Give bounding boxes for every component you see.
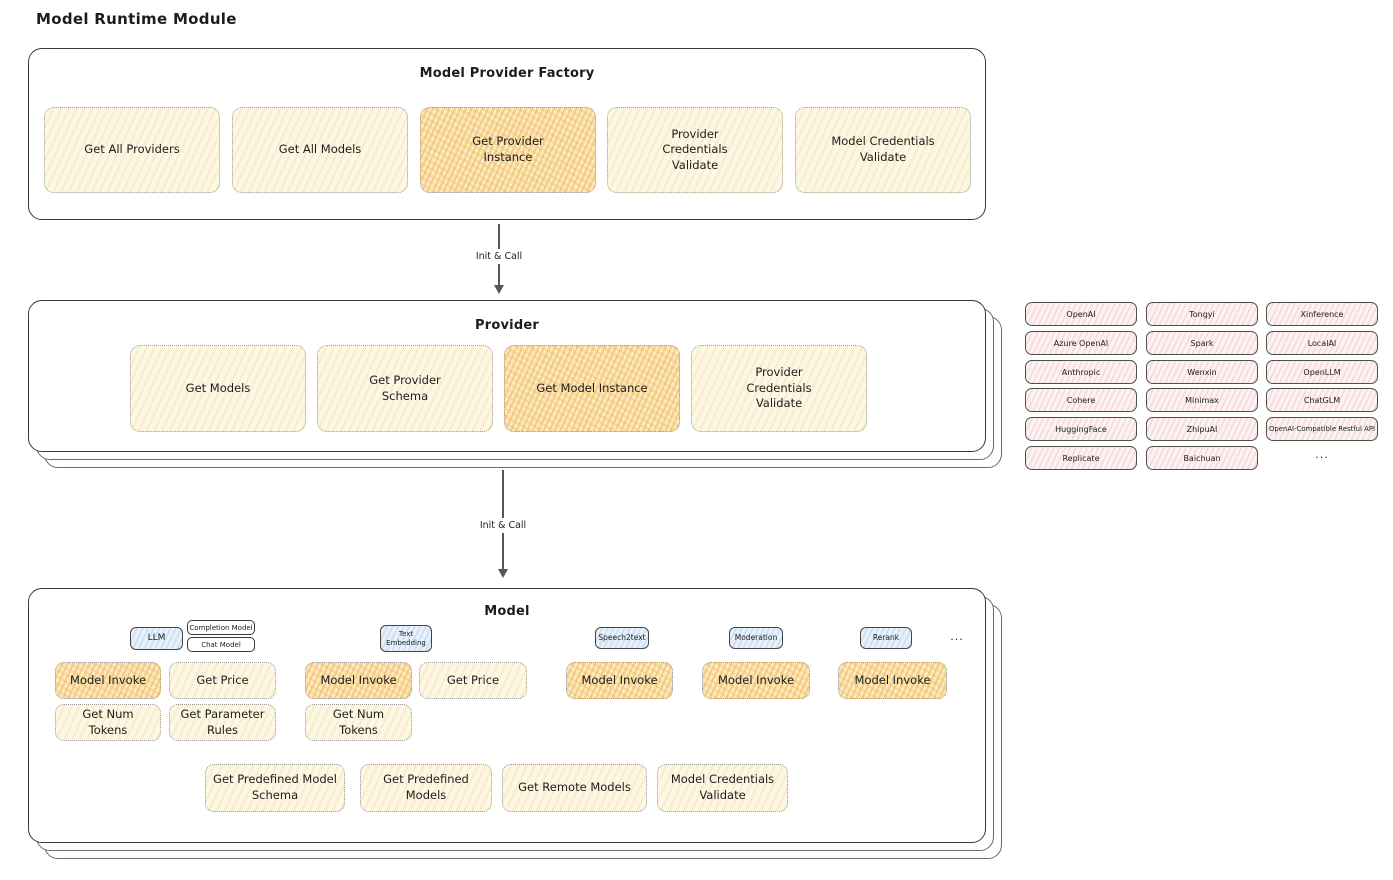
node-get-model-instance: Get Model Instance bbox=[504, 345, 680, 432]
tab-llm: LLM bbox=[130, 627, 183, 650]
tab-completion-model: Completion Model bbox=[187, 620, 255, 635]
node-provider-credentials-validate-provider: Provider Credentials Validate bbox=[691, 345, 867, 432]
provider-cell-replicate: Replicate bbox=[1025, 446, 1137, 470]
arrow-factory-to-provider: Init & Call bbox=[439, 224, 559, 294]
node-get-all-models: Get All Models bbox=[232, 107, 408, 193]
arrow-head-icon bbox=[498, 569, 508, 578]
arrow-line bbox=[502, 533, 504, 569]
node-te-model-invoke: Model Invoke bbox=[305, 662, 412, 699]
provider-grid-ellipsis: ... bbox=[1315, 448, 1329, 461]
node-s2t-model-invoke: Model Invoke bbox=[566, 662, 673, 699]
tab-speech2text: Speech2text bbox=[595, 627, 649, 649]
node-model-credentials-validate-model: Model Credentials Validate bbox=[657, 764, 788, 812]
tab-rerank: Rerank bbox=[860, 627, 912, 649]
node-get-provider-instance: Get Provider Instance bbox=[420, 107, 596, 193]
provider-cell-cohere: Cohere bbox=[1025, 388, 1137, 412]
provider-cell-xinference: Xinference bbox=[1266, 302, 1378, 326]
provider-cell-anthropic: Anthropic bbox=[1025, 360, 1137, 384]
provider-cell-zhipuai: ZhipuAI bbox=[1146, 417, 1258, 441]
factory-title: Model Provider Factory bbox=[419, 66, 595, 81]
node-get-all-providers: Get All Providers bbox=[44, 107, 220, 193]
arrow-line bbox=[498, 224, 500, 249]
node-moderation-model-invoke: Model Invoke bbox=[702, 662, 810, 699]
provider-cell-spark: Spark bbox=[1146, 331, 1258, 355]
tab-text-embedding: Text Embedding bbox=[380, 625, 432, 652]
node-te-get-num-tokens: Get Num Tokens bbox=[305, 704, 412, 741]
node-get-predefined-model-schema: Get Predefined Model Schema bbox=[205, 764, 345, 812]
page-title: Model Runtime Module bbox=[36, 10, 237, 28]
node-get-predefined-models: Get Predefined Models bbox=[360, 764, 492, 812]
node-get-models: Get Models bbox=[130, 345, 306, 432]
provider-cell-openllm: OpenLLM bbox=[1266, 360, 1378, 384]
tab-chat-model: Chat Model bbox=[187, 637, 255, 652]
node-provider-credentials-validate-factory: Provider Credentials Validate bbox=[607, 107, 783, 193]
provider-cell-openai: OpenAI bbox=[1025, 302, 1137, 326]
node-get-provider-schema: Get Provider Schema bbox=[317, 345, 493, 432]
arrow-line bbox=[502, 470, 504, 518]
model-title: Model bbox=[484, 604, 530, 619]
node-llm-get-num-tokens: Get Num Tokens bbox=[55, 704, 161, 741]
node-rerank-model-invoke: Model Invoke bbox=[838, 662, 947, 699]
provider-cell-minimax: Minimax bbox=[1146, 388, 1258, 412]
provider-cell-localai: LocalAI bbox=[1266, 331, 1378, 355]
tab-moderation: Moderation bbox=[729, 627, 783, 649]
node-model-credentials-validate-factory: Model Credentials Validate bbox=[795, 107, 971, 193]
provider-cell-azure-openai: Azure OpenAI bbox=[1025, 331, 1137, 355]
node-llm-get-parameter-rules: Get Parameter Rules bbox=[169, 704, 276, 741]
provider-cell-chatglm: ChatGLM bbox=[1266, 388, 1378, 412]
provider-title: Provider bbox=[475, 318, 539, 333]
node-llm-model-invoke: Model Invoke bbox=[55, 662, 161, 699]
arrow-label-init-call-2: Init & Call bbox=[479, 520, 527, 531]
node-llm-get-price: Get Price bbox=[169, 662, 276, 699]
arrow-head-icon bbox=[494, 285, 504, 294]
model-tabs-ellipsis: ... bbox=[950, 630, 964, 643]
arrow-label-init-call-1: Init & Call bbox=[475, 251, 523, 262]
provider-cell-wenxin: Wenxin bbox=[1146, 360, 1258, 384]
arrow-provider-to-model: Init & Call bbox=[443, 470, 563, 578]
node-te-get-price: Get Price bbox=[419, 662, 527, 699]
provider-cell-tongyi: Tongyi bbox=[1146, 302, 1258, 326]
provider-cell-baichuan: Baichuan bbox=[1146, 446, 1258, 470]
provider-cell-openai-compatible: OpenAI-Compatible Restful API bbox=[1266, 417, 1378, 441]
provider-cell-huggingface: HuggingFace bbox=[1025, 417, 1137, 441]
node-get-remote-models: Get Remote Models bbox=[502, 764, 647, 812]
arrow-line bbox=[498, 264, 500, 285]
